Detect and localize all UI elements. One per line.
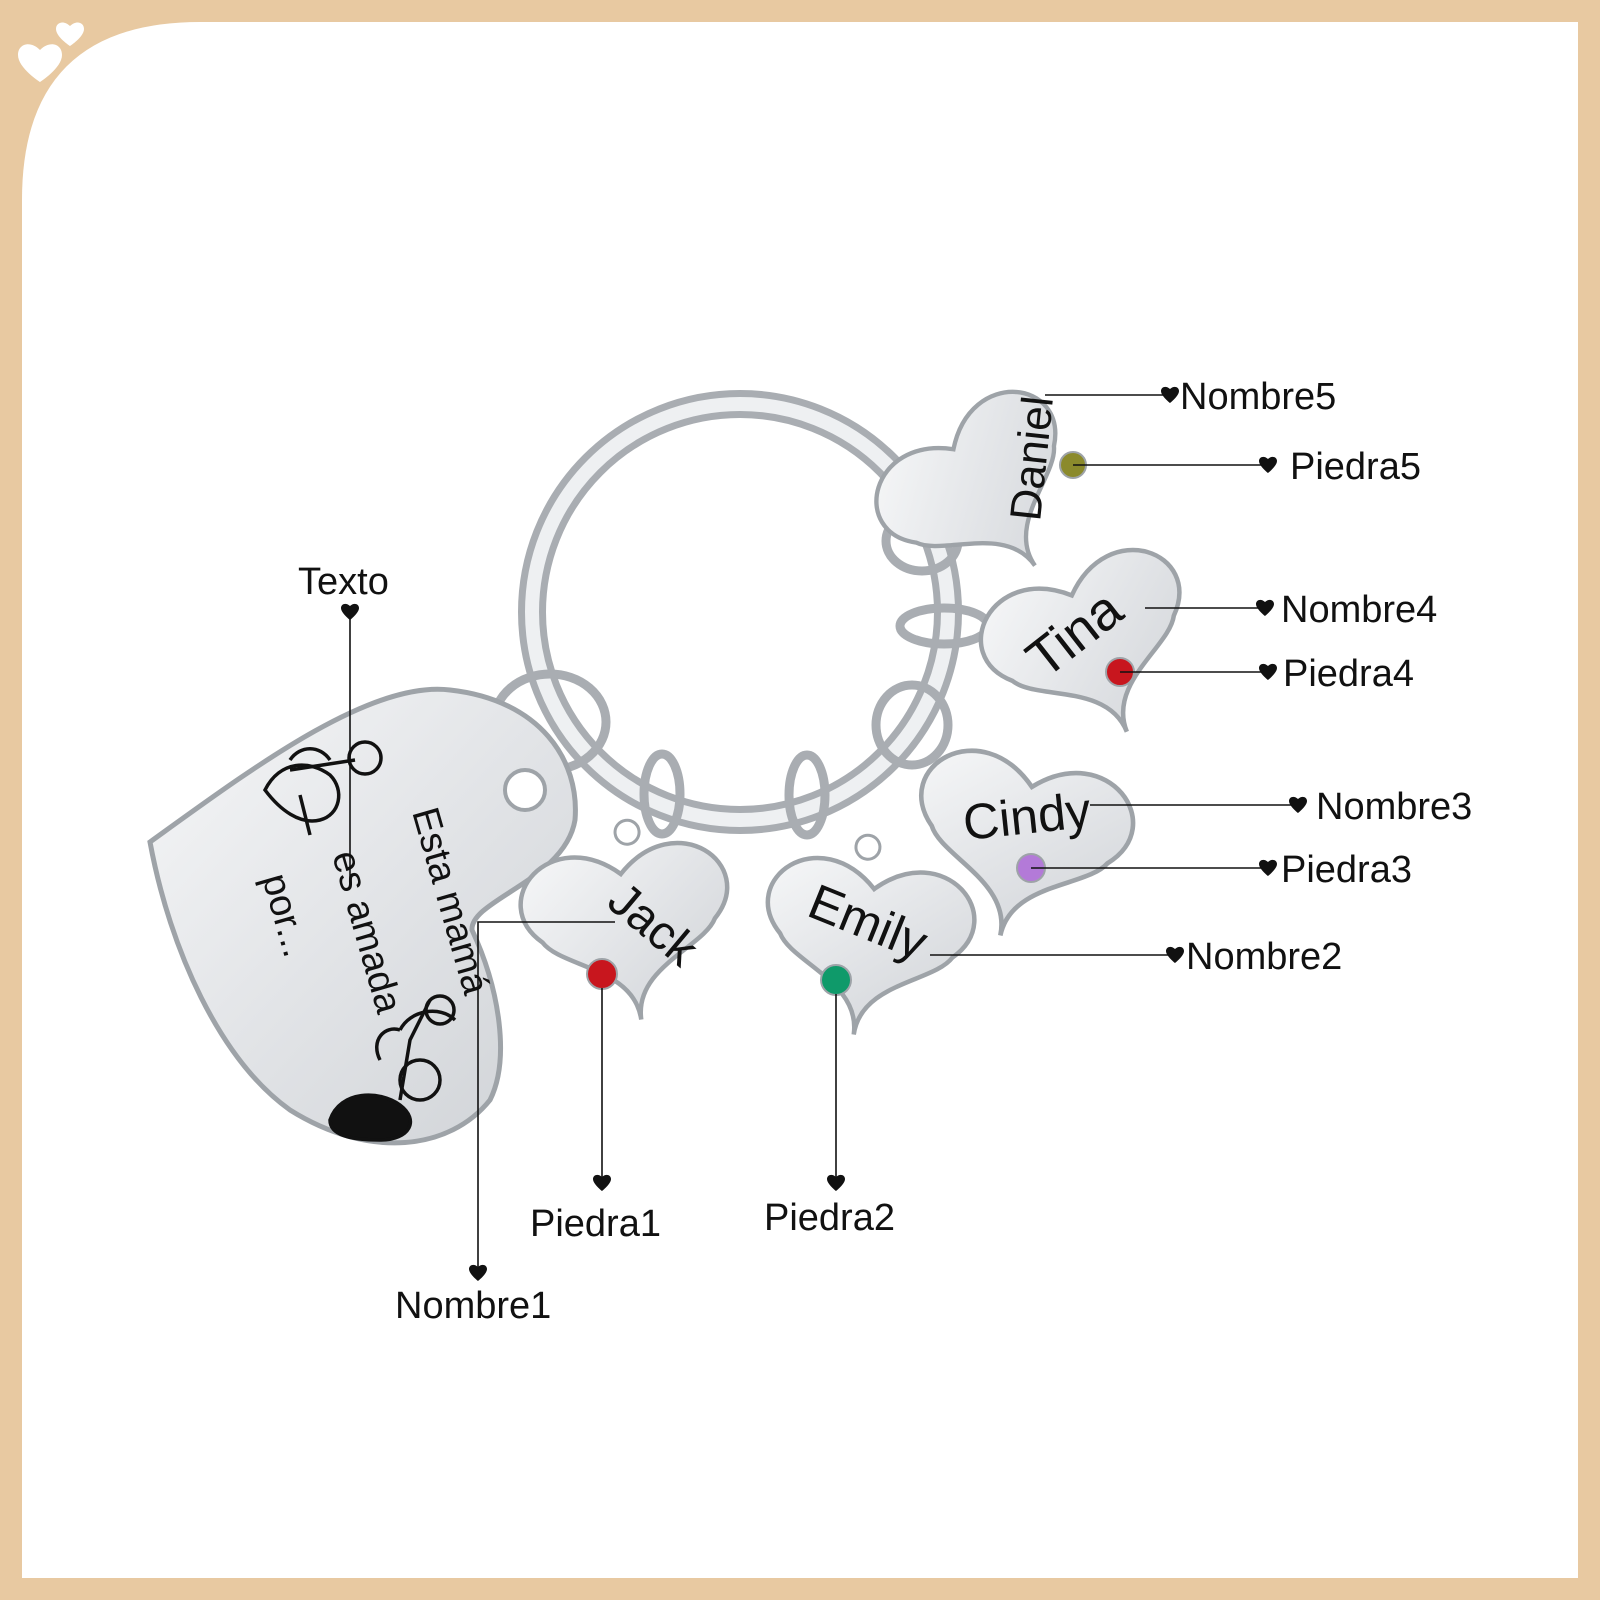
heart-tag-name1 [511,818,744,1034]
label-nombre1: Nombre1 [395,1285,551,1327]
heart-icon [469,1264,487,1281]
label-piedra5: Piedra5 [1290,446,1421,488]
label-piedra3: Piedra3 [1281,849,1412,891]
flower-engraving-top [262,740,383,836]
heart-icon [18,22,84,82]
heart-icon [593,1174,611,1191]
heart-icon [1259,663,1277,680]
label-texto: Texto [298,561,389,603]
label-piedra2: Piedra2 [764,1197,895,1239]
heart-icon [1259,456,1277,473]
engraved-name3: Cindy [960,782,1093,851]
label-nombre4: Nombre4 [1281,589,1437,631]
label-nombre5: Nombre5 [1180,376,1336,418]
heart-icon [341,603,359,620]
label-piedra4: Piedra4 [1283,653,1414,695]
label-nombre2: Nombre2 [1186,936,1342,978]
heart-icon [1161,386,1179,403]
callout-lines [349,394,1295,1273]
heart-icon [1166,946,1184,963]
heart-icon [1289,796,1307,813]
label-nombre3: Nombre3 [1316,786,1472,828]
callout-heart-icons [341,386,1307,1281]
stone1 [586,958,618,990]
heart-icon [1256,599,1274,616]
main-heart-tag: Esta mamá es amada por... [147,686,578,1146]
heart-icon [1259,859,1277,876]
stone2 [820,964,852,996]
label-piedra1: Piedra1 [530,1203,661,1245]
heart-icon [827,1174,845,1191]
heart-tag-name2 [751,833,984,1049]
flower-engraving-bottom [328,994,457,1142]
